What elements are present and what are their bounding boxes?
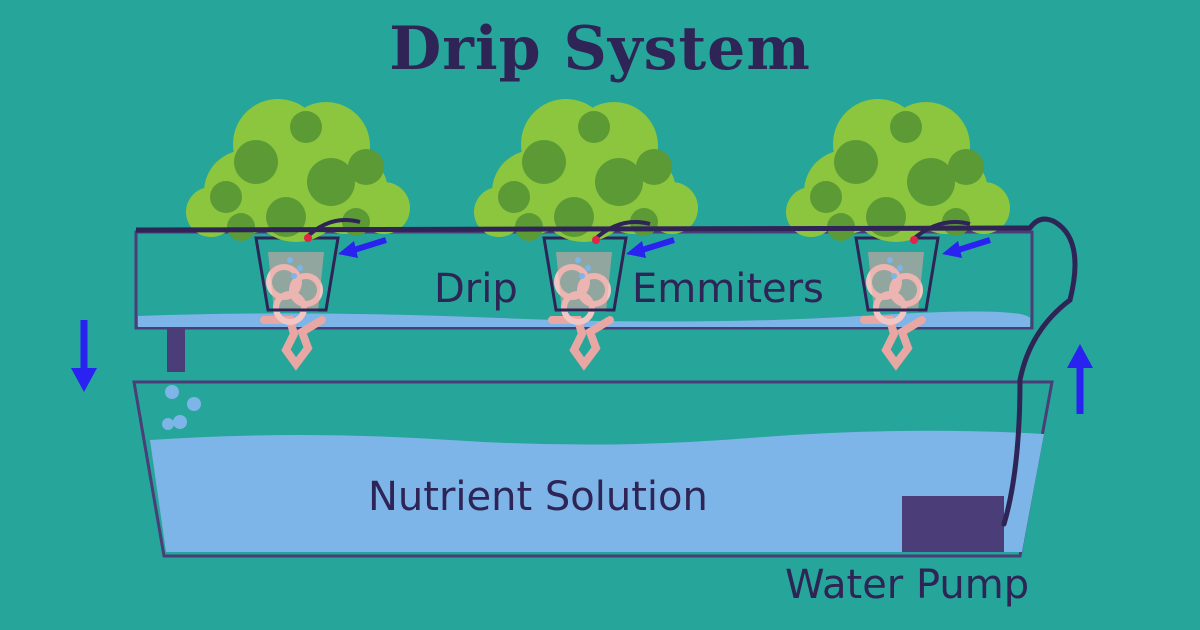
diagram-title: Drip System <box>389 14 811 84</box>
label-nutrient-solution: Nutrient Solution <box>368 474 708 520</box>
lettuce-plant-icon <box>474 99 698 242</box>
emitter-dot <box>910 236 918 244</box>
drain-outlet <box>167 328 185 372</box>
emitter-arrow-icon <box>942 237 991 258</box>
label-water-pump: Water Pump <box>785 562 1030 608</box>
feed-line <box>135 225 1031 233</box>
emitter-line <box>910 220 971 242</box>
emitter-line <box>592 220 651 242</box>
water-drop-icon <box>165 385 179 399</box>
nutrient-solution-water <box>150 430 1044 552</box>
emitter-line <box>304 218 361 240</box>
emitter-dot <box>304 234 312 242</box>
emitter-dot <box>592 236 600 244</box>
flow-arrow-up-icon <box>1067 344 1093 414</box>
water-drop-icon <box>173 415 187 429</box>
channel-water <box>138 311 1030 327</box>
water-pump <box>902 496 1004 552</box>
emitter-arrow-icon <box>338 237 387 258</box>
label-drip: Drip <box>434 266 518 312</box>
lettuce-plant-icon <box>186 99 410 242</box>
supply-tube <box>1001 216 1078 527</box>
water-drop-icon <box>162 418 174 430</box>
label-emitters: Emmiters <box>632 266 824 312</box>
lettuce-plant-icon <box>786 99 1010 242</box>
flow-arrow-down-icon <box>71 320 97 392</box>
emitter-arrow-icon <box>626 237 675 258</box>
water-drop-icon <box>187 397 201 411</box>
